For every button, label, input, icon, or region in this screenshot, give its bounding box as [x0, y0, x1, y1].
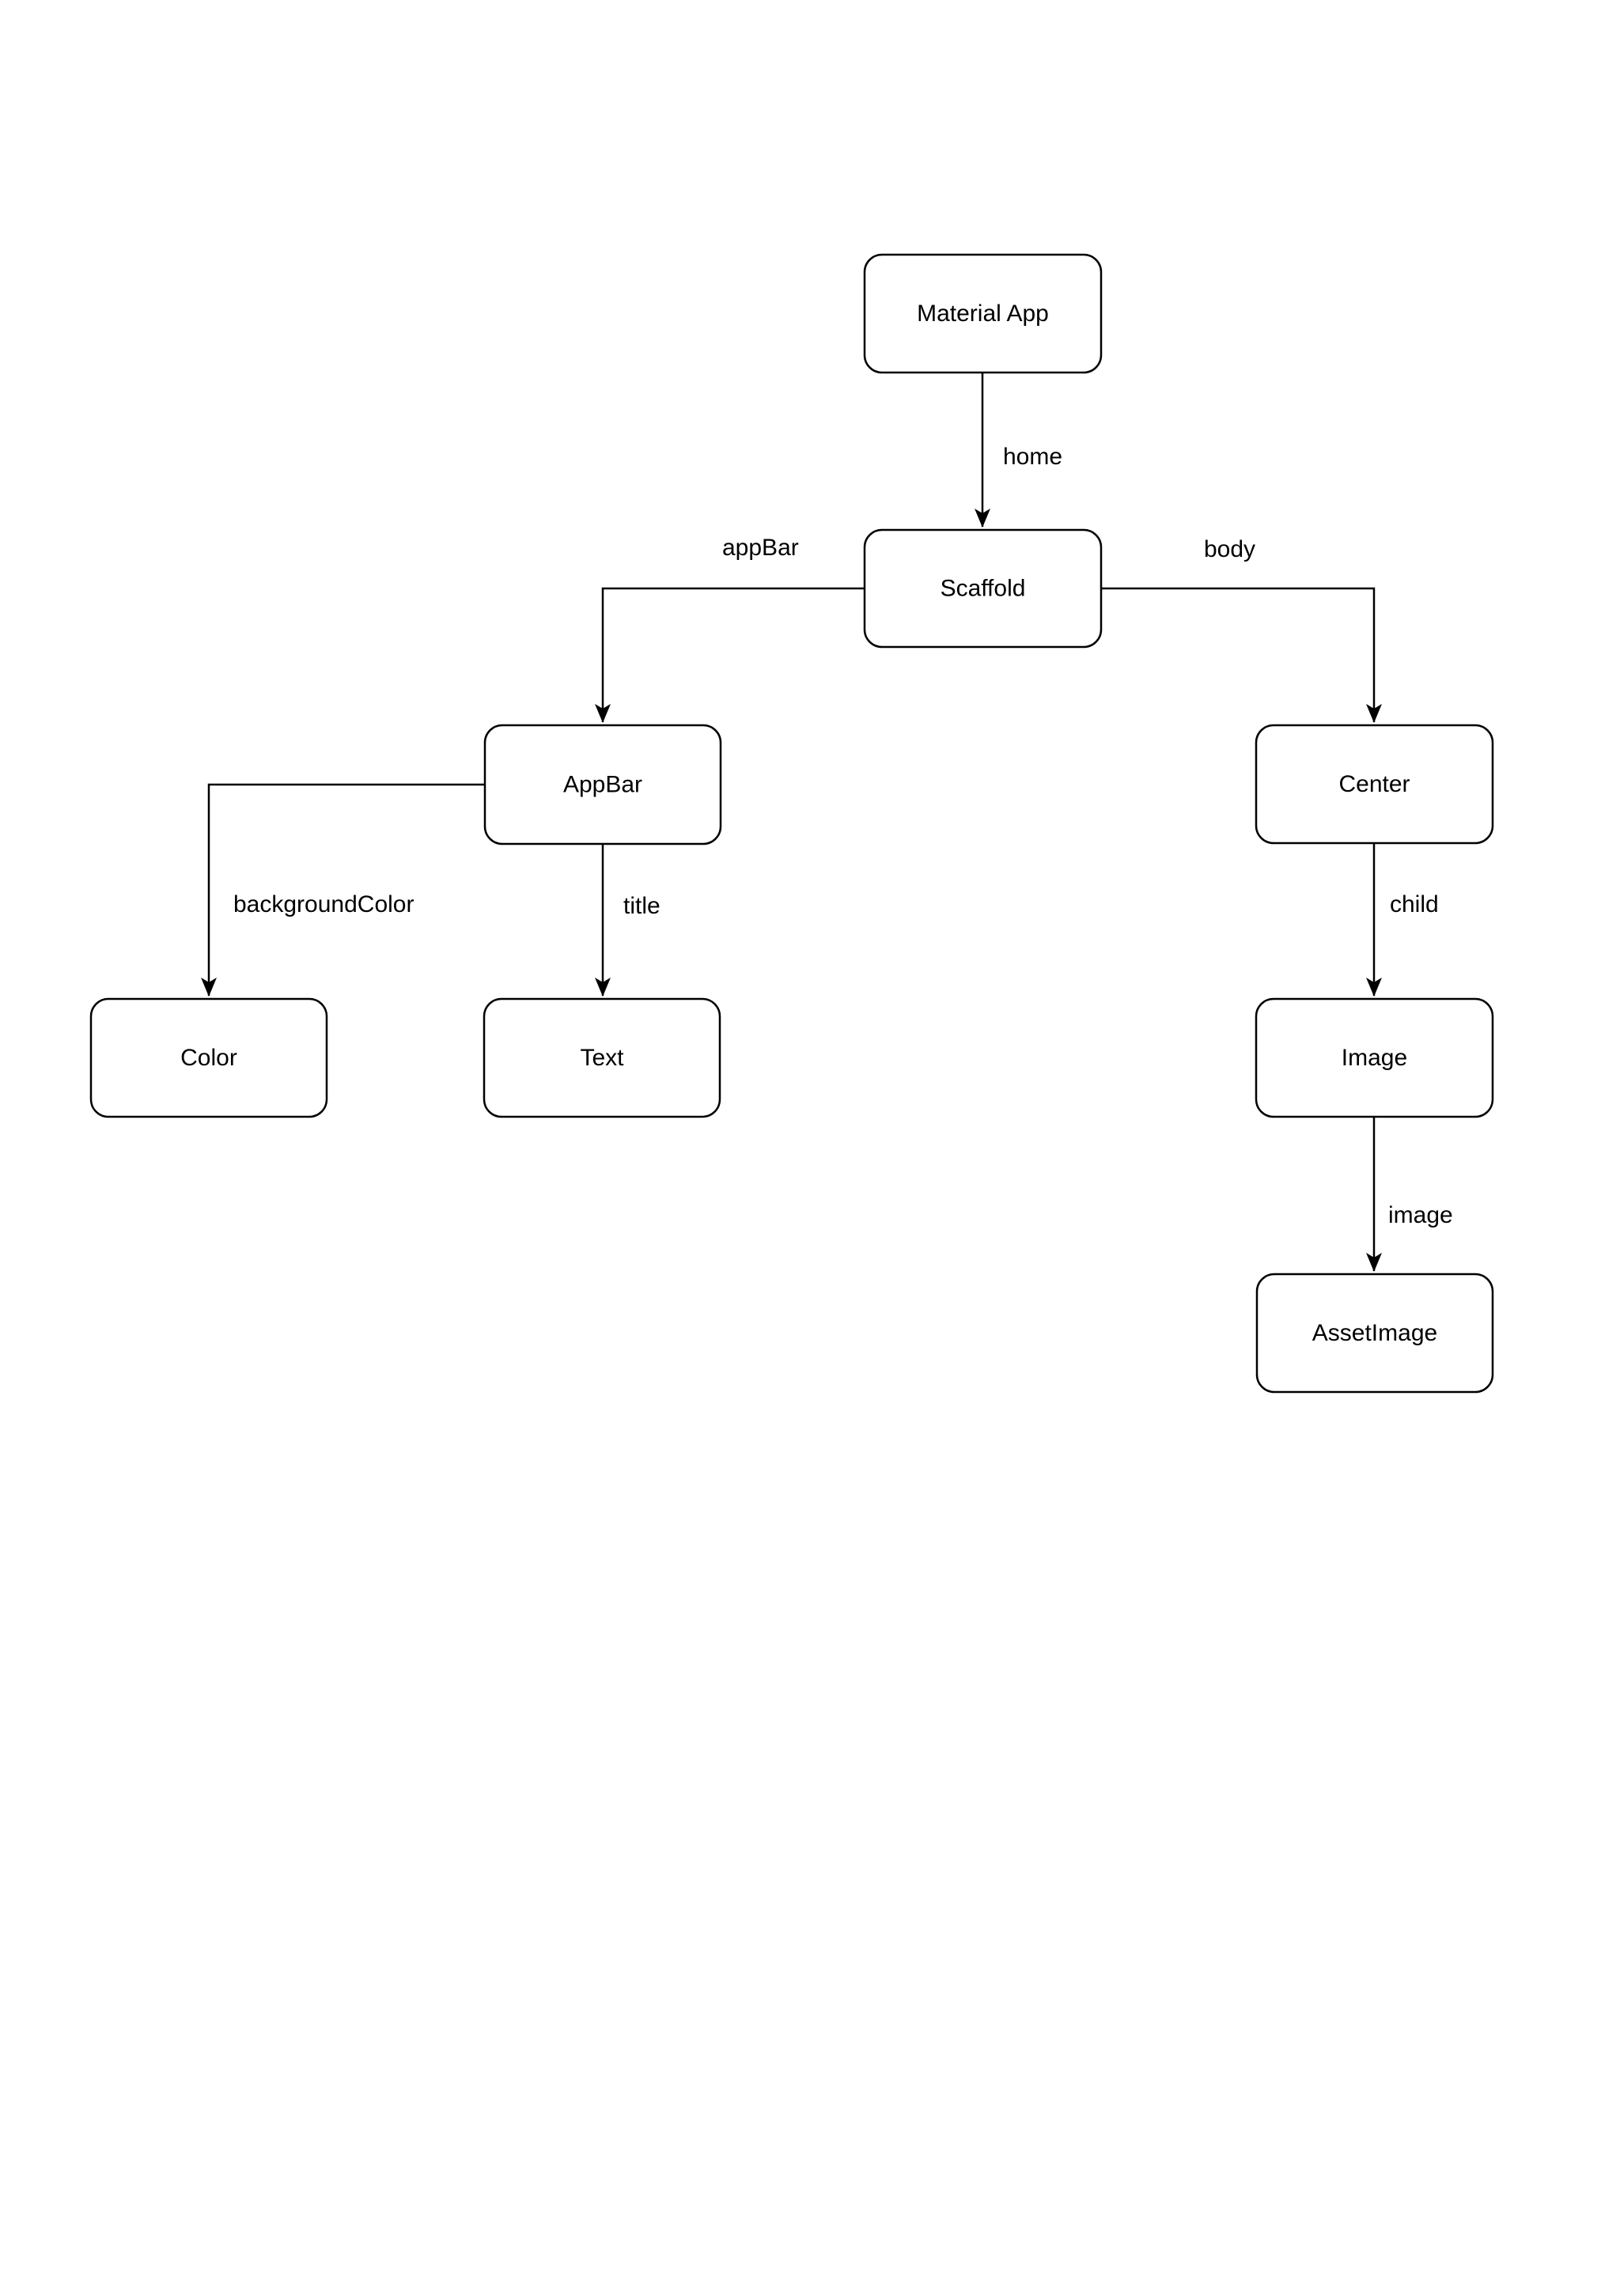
node-scaffold: Scaffold [863, 528, 1103, 649]
node-label-color: Color [180, 1045, 237, 1071]
node-box-scaffold [863, 528, 1103, 649]
node-label-assetimage: AssetImage [1312, 1320, 1437, 1346]
node-box-text [483, 997, 721, 1118]
edge-label-backgroundcolor-edge: backgroundColor [233, 891, 414, 917]
node-color: Color [89, 997, 328, 1118]
node-label-text: Text [580, 1045, 624, 1071]
node-box-material-app [863, 253, 1103, 374]
node-image: Image [1255, 997, 1494, 1118]
edge-label-title-edge: title [623, 893, 660, 919]
node-appbar: AppBar [483, 724, 722, 845]
edge-body-edge [1101, 587, 1382, 723]
edge-appbar-edge [595, 587, 865, 723]
node-label-material-app: Material App [917, 301, 1049, 327]
node-label-scaffold: Scaffold [941, 576, 1026, 602]
node-material-app: Material App [863, 253, 1103, 374]
edge-label-image-edge: image [1388, 1202, 1453, 1228]
node-label-center: Center [1338, 771, 1410, 797]
edge-label-home: home [1003, 444, 1062, 470]
node-box-image [1255, 997, 1494, 1118]
node-label-appbar: AppBar [563, 772, 642, 798]
node-box-color [89, 997, 328, 1118]
node-box-center [1255, 724, 1494, 845]
edge-label-body-edge: body [1204, 536, 1255, 562]
node-text: Text [483, 997, 721, 1118]
edges-layer: home appBar body backgroundColor title child i… [201, 373, 1453, 1272]
node-box-assetimage [1255, 1273, 1494, 1394]
edge-label-child-edge: child [1390, 891, 1439, 917]
node-center: Center [1255, 724, 1494, 845]
node-assetimage: AssetImage [1255, 1273, 1494, 1394]
edge-backgroundcolor-edge [201, 783, 485, 997]
node-label-image: Image [1342, 1045, 1407, 1071]
node-box-appbar [483, 724, 722, 845]
edge-label-appbar-edge: appBar [722, 535, 799, 561]
